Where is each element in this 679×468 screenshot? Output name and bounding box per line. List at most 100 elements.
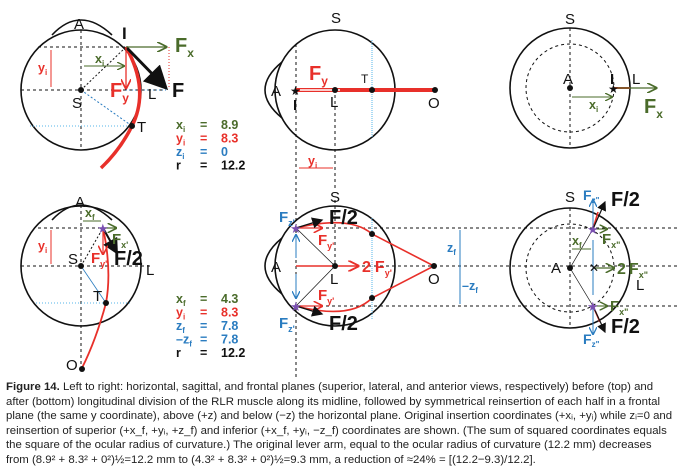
label-s: S — [331, 10, 341, 27]
label-s: S — [330, 189, 340, 206]
panel-sagittal-before: ★ S A I L T O Fy yi — [264, 10, 440, 380]
label-fy: Fy — [110, 80, 129, 105]
label-fz-prime: Fz' — [279, 315, 295, 334]
value-row: yi=8.3 — [176, 132, 238, 148]
label-t: T — [93, 288, 102, 305]
label-xf: xf — [572, 234, 582, 250]
label-o: O — [66, 357, 78, 374]
lever-line — [569, 267, 594, 307]
caption-text: Left to right: horizontal, sagittal, and… — [6, 381, 673, 466]
after-values: xf=4.3yi=8.3zf=7.8–zf=7.8r=12.2 — [176, 292, 245, 360]
label-fz-dprime: Fz" — [583, 187, 600, 205]
tangent-radius — [80, 265, 107, 304]
star-icon: ★ — [608, 82, 619, 96]
center-dot — [567, 85, 573, 91]
label-l: L — [146, 262, 154, 279]
label-a: A — [74, 16, 84, 33]
value-row: r=12.2 — [176, 346, 245, 360]
force-arrow — [295, 305, 324, 317]
star-icon: ★ — [290, 299, 302, 314]
label-f-half: F/2 — [611, 316, 640, 338]
lever-line — [80, 227, 104, 267]
label-f-half: F/2 — [611, 189, 640, 211]
before-values: xi=8.9yi=8.3zi=0r=12.2 — [176, 118, 245, 173]
label-fz-prime: Fz' — [279, 209, 295, 228]
label-s: S — [565, 189, 575, 206]
origin-dot — [431, 263, 437, 269]
label-f-half: F/2 — [329, 207, 358, 229]
label-a: A — [75, 194, 85, 211]
label-o: O — [428, 95, 440, 112]
label-fz-dprime: Fz" — [583, 331, 600, 349]
star-icon: ★ — [97, 221, 109, 236]
label-o: O — [428, 271, 440, 288]
label-l: L — [148, 86, 156, 103]
label-a: A — [563, 71, 573, 88]
label-yi: yi — [38, 239, 47, 255]
label-s: S — [565, 11, 575, 28]
origin-dot — [79, 366, 85, 372]
label-fx-dprime: Fx" — [602, 231, 620, 250]
label-l: L — [636, 277, 644, 294]
label-l: L — [632, 71, 640, 88]
label-fy-prime: Fy' — [91, 250, 107, 269]
cornea — [51, 19, 113, 36]
figure-diagram: A S L T I F Fx Fy xi yi xi=8.9yi=8.3zi=0… — [20, 10, 679, 380]
label-a: A — [551, 260, 561, 277]
label-a: A — [271, 259, 281, 276]
value-row: xf=4.3 — [176, 292, 238, 308]
center-dot — [567, 265, 573, 271]
value-row: zf=7.8 — [176, 319, 238, 335]
origin-dot — [432, 87, 438, 93]
center-dot — [332, 263, 338, 269]
tangent-dot — [129, 123, 135, 129]
star-icon: ★ — [290, 221, 302, 236]
force-arrow — [124, 45, 169, 91]
tangent-dot — [369, 295, 375, 301]
label-xi: xi — [589, 98, 598, 114]
star-icon: ★ — [587, 299, 599, 314]
label-yi: yi — [38, 61, 47, 77]
cornea — [264, 61, 283, 119]
force-arrow — [592, 200, 606, 230]
lever-line — [295, 227, 336, 267]
label-t: T — [137, 119, 146, 136]
label-l: L — [330, 94, 338, 111]
label-fx-prime: Fx' — [112, 231, 128, 250]
star-icon: ★ — [290, 84, 301, 98]
label-fy-prime: Fy' — [318, 287, 334, 306]
label-f: F — [172, 80, 184, 102]
label-l: L — [330, 271, 338, 288]
cornea — [264, 237, 283, 295]
label-fx: Fx — [644, 96, 663, 121]
tangent-dot — [369, 231, 375, 237]
figure-caption: Figure 14. Left to right: horizontal, sa… — [6, 380, 674, 468]
label-fx: Fx — [175, 35, 194, 60]
center-dot — [78, 263, 84, 269]
label-fy-prime: Fy' — [318, 232, 334, 251]
label-fy: Fy — [309, 63, 328, 88]
lever-line — [295, 265, 336, 307]
insertion-dot — [332, 87, 338, 93]
label-zf: zf — [447, 241, 456, 257]
label-f-half: F/2 — [114, 248, 143, 270]
label-s: S — [68, 251, 78, 268]
label-a: A — [271, 83, 281, 100]
label-fx-dprime: Fx" — [610, 298, 628, 317]
tangent-radius — [80, 89, 133, 127]
label-t: T — [361, 72, 369, 86]
label-i: I — [122, 24, 127, 43]
force-arrow — [295, 217, 324, 229]
label-xf: xf — [85, 206, 95, 222]
force-arrow — [592, 305, 606, 334]
label-i: I — [293, 97, 297, 114]
label-neg-zf: –zf — [462, 279, 478, 295]
label-yi: yi — [308, 154, 317, 170]
label-i: I — [610, 71, 614, 88]
tangent-dot — [369, 87, 375, 93]
label-s: S — [72, 95, 82, 112]
value-row: r=12.2 — [176, 159, 245, 173]
